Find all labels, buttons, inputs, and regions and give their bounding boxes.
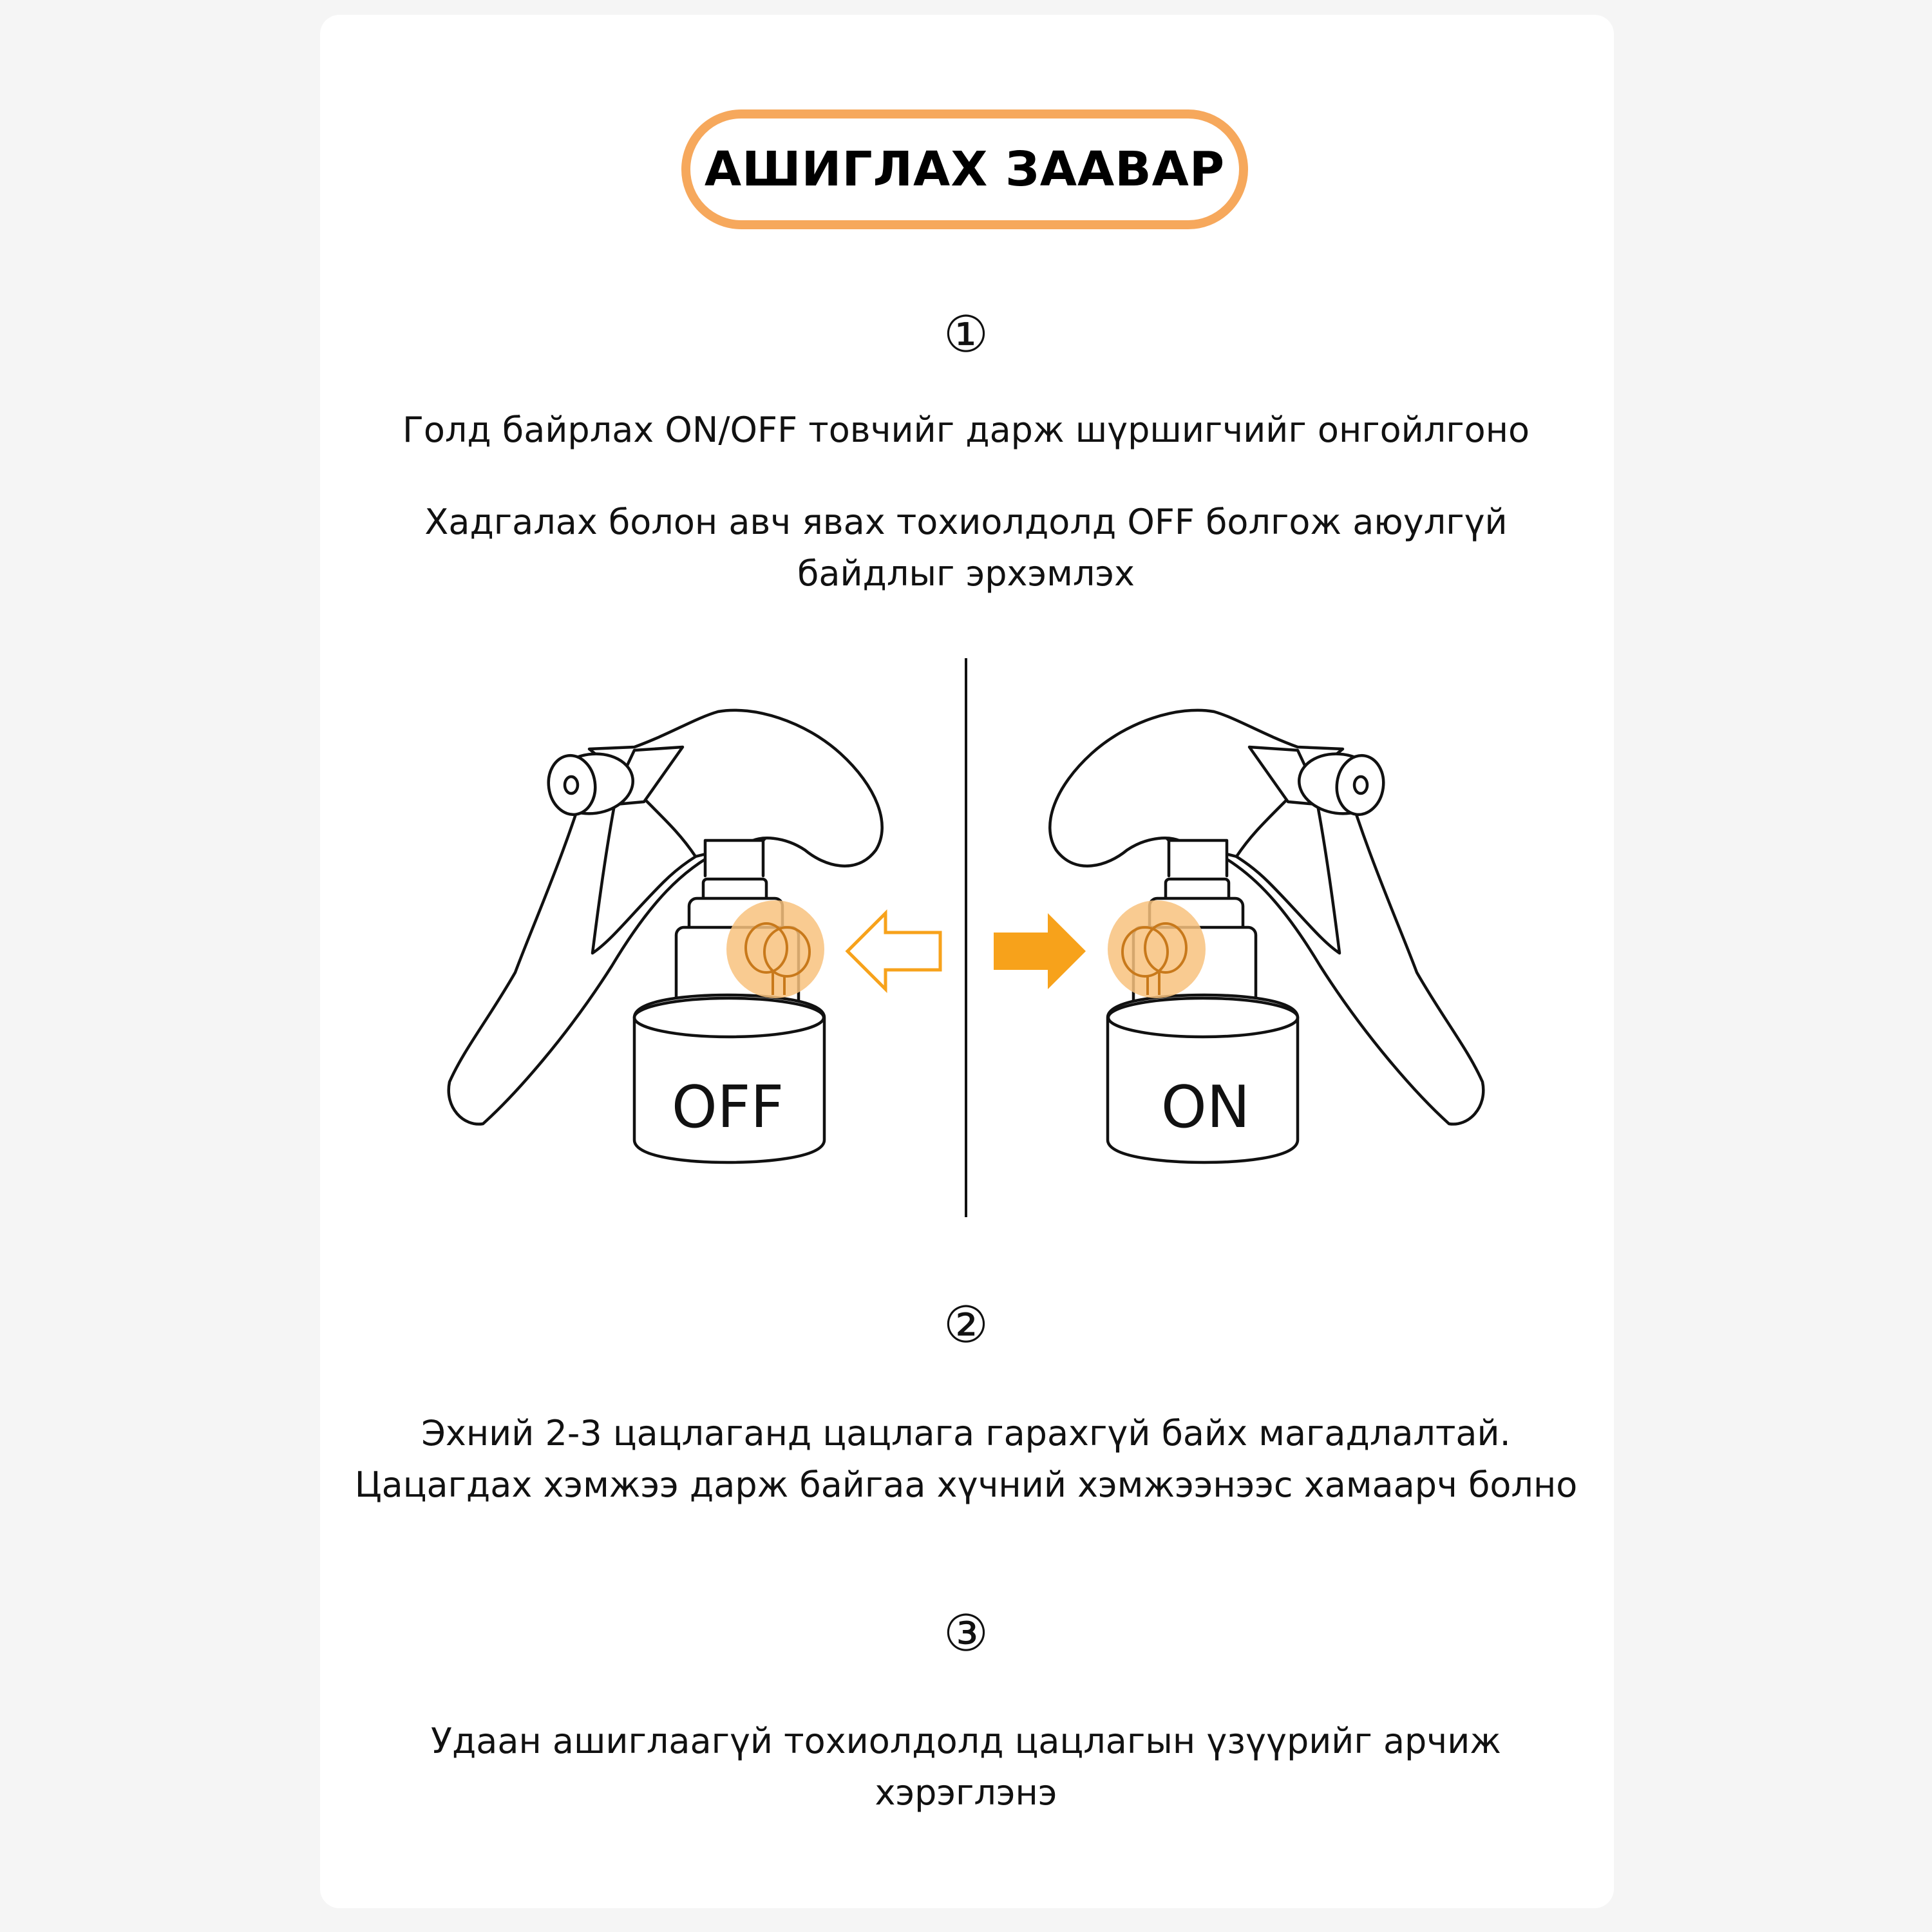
step-3-text: Удаан ашиглаагүй тохиолдолд цацлагын үзү…: [348, 1716, 1584, 1819]
step-1-line-2: Хадгалах болон авч явах тохиолдолд OFF б…: [424, 502, 1508, 542]
step-1-line-3: байдлыг эрхэмлэх: [797, 553, 1135, 594]
step-1-note: Хадгалах болон авч явах тохиолдолд OFF б…: [348, 497, 1584, 600]
step-1-line-1: Голд байрлах ON/OFF товчийг дарж шүршигч…: [402, 410, 1530, 450]
off-button-highlight: [726, 900, 824, 998]
step-2-line-2: Цацагдах хэмжээ дарж байгаа хүчний хэмжэ…: [354, 1464, 1578, 1505]
step-number-3: ③: [943, 1605, 989, 1663]
on-knob: [1121, 922, 1188, 995]
step-3-line-1: Удаан ашиглаагүй тохиолдолд цацлагын үзү…: [431, 1721, 1501, 1761]
arrow-left-outline-icon: [845, 909, 942, 994]
step-2-text: Эхний 2-3 цацлаганд цацлага гарахгүй бай…: [348, 1408, 1584, 1511]
arrow-right-filled-icon: [994, 913, 1086, 989]
step-3-line-2: хэрэглэнэ: [875, 1772, 1057, 1813]
step-number-1: ①: [943, 306, 989, 364]
on-label: ON: [1161, 1074, 1250, 1141]
step-2-line-1: Эхний 2-3 цацлаганд цацлага гарахгүй бай…: [421, 1413, 1511, 1454]
off-knob: [744, 922, 811, 995]
step-number-2: ②: [943, 1296, 989, 1354]
spray-trigger-icon: [447, 708, 884, 1164]
page-title: АШИГЛАХ ЗААВАР: [704, 142, 1226, 197]
step-1-text: Голд байрлах ON/OFF товчийг дарж шүршигч…: [348, 404, 1584, 456]
off-label: OFF: [672, 1074, 784, 1141]
on-button-highlight: [1108, 900, 1206, 998]
